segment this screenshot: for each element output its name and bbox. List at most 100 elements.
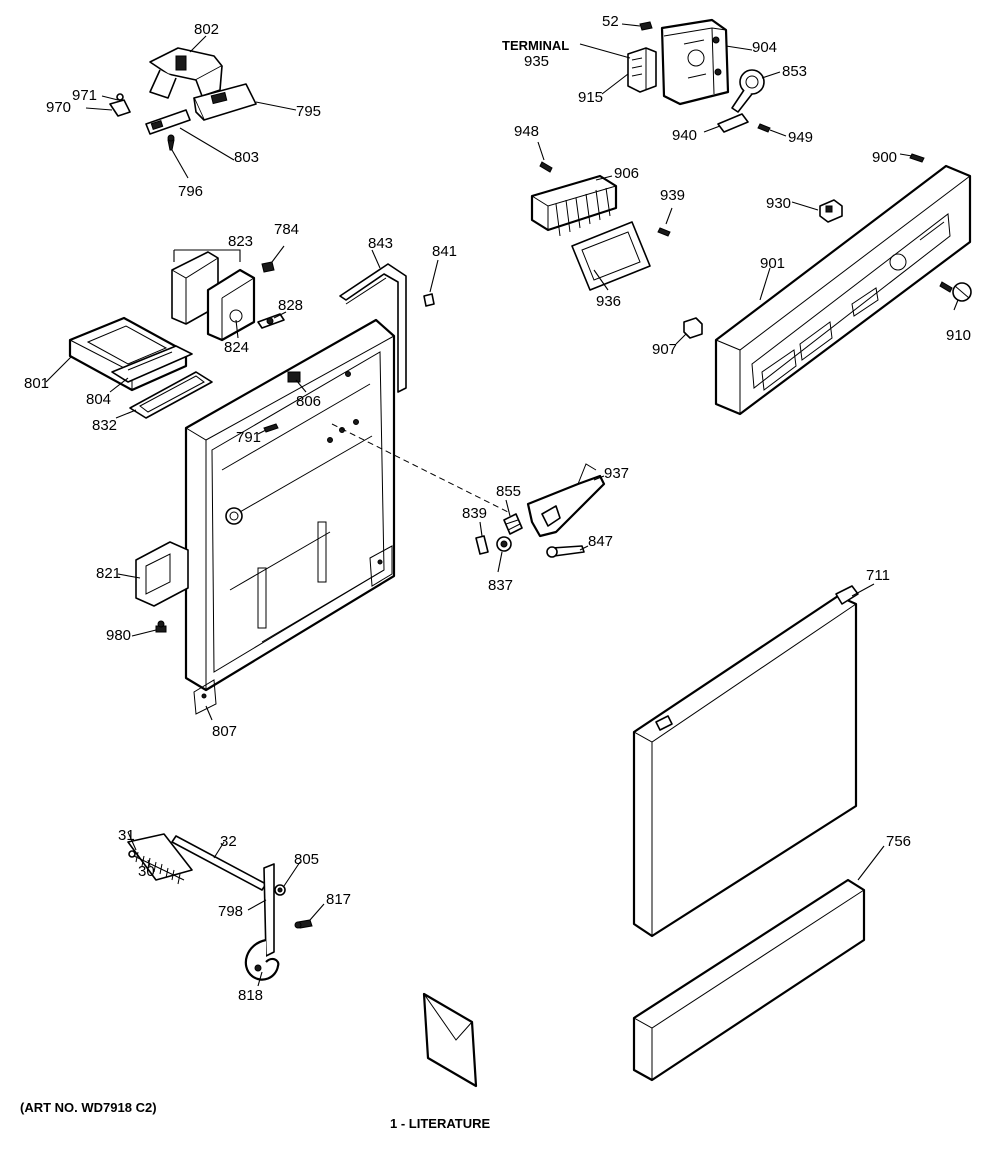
part-803-lever[interactable] — [145, 109, 191, 135]
assembly-centerline — [331, 423, 509, 513]
inner-door-panel[interactable] — [184, 318, 396, 715]
part-939-screw[interactable] — [657, 227, 671, 237]
part-837-cam[interactable] — [496, 536, 512, 552]
part-711-outer-door[interactable] — [632, 585, 859, 938]
callout-948: 948 — [514, 123, 539, 140]
part-31-link[interactable] — [127, 833, 193, 881]
part-804-cover[interactable] — [111, 345, 193, 383]
part-784-screw[interactable] — [261, 261, 275, 273]
callout-940: 940 — [672, 127, 697, 144]
art-number-note: (ART NO. WD7918 C2) — [20, 1100, 157, 1115]
callout-936: 936 — [596, 293, 621, 310]
callout-935: 935 — [524, 53, 549, 70]
callout-756: 756 — [886, 833, 911, 850]
callout-980: 980 — [106, 627, 131, 644]
part-817-screw[interactable] — [294, 919, 313, 929]
callout-791: 791 — [236, 429, 261, 446]
part-756-kickplate[interactable] — [632, 878, 866, 1082]
callout-803: 803 — [234, 149, 259, 166]
callout-910: 910 — [946, 327, 971, 344]
callout-843: 843 — [368, 235, 393, 252]
callout-901: 901 — [760, 255, 785, 272]
part-915-terminal-block[interactable] — [627, 47, 657, 93]
callout-818: 818 — [238, 987, 263, 1004]
part-853-motor[interactable] — [731, 69, 765, 113]
part-802-latch[interactable] — [149, 47, 223, 99]
callout-824: 824 — [224, 339, 249, 356]
callout-32: 32 — [220, 833, 237, 850]
callout-784: 784 — [274, 221, 299, 238]
part-795-housing[interactable] — [193, 83, 257, 121]
part-907-button[interactable] — [683, 317, 703, 339]
part-948-screw[interactable] — [539, 161, 553, 173]
callout-939: 939 — [660, 187, 685, 204]
part-828-pin[interactable] — [257, 313, 285, 329]
part-970-knob[interactable] — [109, 99, 131, 117]
callout-821: 821 — [96, 565, 121, 582]
part-52-screw[interactable] — [639, 21, 653, 31]
callout-804: 804 — [86, 391, 111, 408]
part-806-clip[interactable] — [287, 371, 301, 383]
callout-915: 915 — [578, 89, 603, 106]
callout-807: 807 — [212, 723, 237, 740]
callout-847: 847 — [588, 533, 613, 550]
leader-lines — [45, 23, 959, 987]
callout-841: 841 — [432, 243, 457, 260]
callout-907: 907 — [652, 341, 677, 358]
callout-906: 906 — [614, 165, 639, 182]
part-832-gasket[interactable] — [129, 371, 213, 419]
callout-971: 971 — [72, 87, 97, 104]
callout-828: 828 — [278, 297, 303, 314]
callout-30: 30 — [138, 863, 155, 880]
part-843-seal[interactable] — [339, 263, 407, 393]
part-841-clip[interactable] — [423, 293, 435, 307]
part-805-washer[interactable] — [274, 884, 286, 896]
part-855-spring[interactable] — [503, 513, 523, 535]
callout-801: 801 — [24, 375, 49, 392]
part-796-screw[interactable] — [167, 134, 175, 151]
callout-823: 823 — [228, 233, 253, 250]
callout-31: 31 — [118, 827, 135, 844]
callout-806: 806 — [296, 393, 321, 410]
callout-832: 832 — [92, 417, 117, 434]
literature-label: 1 - LITERATURE — [390, 1116, 490, 1131]
callout-796: 796 — [178, 183, 203, 200]
callout-837: 837 — [488, 577, 513, 594]
callout-798: 798 — [218, 903, 243, 920]
callout-805: 805 — [294, 851, 319, 868]
callout-839: 839 — [462, 505, 487, 522]
part-823-actuator[interactable] — [171, 251, 256, 342]
part-910-knob[interactable] — [939, 281, 972, 302]
callout-817: 817 — [326, 891, 351, 908]
callout-904: 904 — [752, 39, 777, 56]
literature-envelope-icon[interactable] — [422, 992, 478, 1088]
part-847-screw[interactable] — [546, 545, 585, 558]
callout-52: 52 — [602, 13, 619, 30]
part-936-gasket[interactable] — [571, 221, 651, 291]
part-937-latch-bracket[interactable] — [526, 463, 606, 538]
callout-900: 900 — [872, 149, 897, 166]
callout-970: 970 — [46, 99, 71, 116]
part-839-pin[interactable] — [475, 535, 489, 555]
part-940-bracket[interactable] — [717, 113, 749, 133]
callout-labels: 802 971 970 795 803 796 52 TERMINAL 935 … — [24, 13, 971, 1004]
part-798-hinge-arm[interactable] — [263, 863, 275, 957]
callout-711: 711 — [866, 567, 890, 584]
part-818-hinge-hook[interactable] — [244, 938, 280, 981]
part-930-clip[interactable] — [819, 199, 843, 223]
callout-795: 795 — [296, 103, 321, 120]
part-906-switch-block[interactable] — [530, 174, 618, 237]
part-901-control-panel[interactable] — [714, 164, 972, 416]
part-821-vent[interactable] — [135, 541, 189, 607]
callout-802: 802 — [194, 21, 219, 38]
part-980-screw[interactable] — [155, 620, 167, 633]
part-900-screw[interactable] — [909, 153, 925, 163]
callout-853: 853 — [782, 63, 807, 80]
part-904-timer[interactable] — [660, 18, 730, 106]
part-949-screw[interactable] — [757, 123, 771, 133]
callout-930: 930 — [766, 195, 791, 212]
callout-terminal: TERMINAL — [502, 38, 569, 53]
callout-937: 937 — [604, 465, 629, 482]
callout-949: 949 — [788, 129, 813, 146]
